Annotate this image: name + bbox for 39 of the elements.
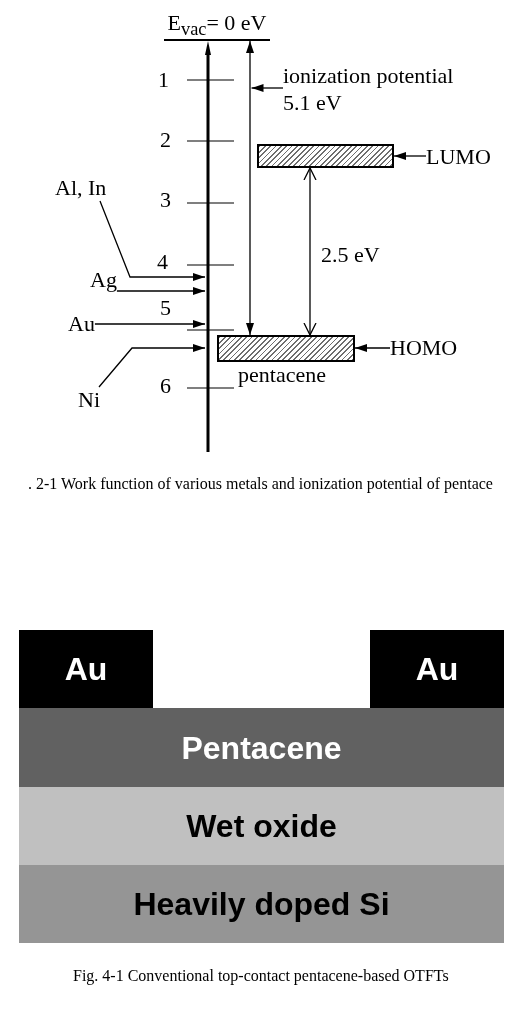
layer-label: Wet oxide	[186, 807, 337, 845]
energy-level-bar	[257, 144, 394, 168]
metal-label: Ni	[78, 387, 100, 413]
electrode-block	[19, 630, 153, 708]
arrow	[250, 84, 284, 92]
tick-label: 2	[160, 127, 171, 153]
tick-label: 3	[160, 187, 171, 213]
arrow	[98, 344, 206, 388]
substrate-layer	[19, 865, 504, 943]
double-arrow	[303, 167, 317, 336]
arrow	[393, 152, 427, 160]
figure-caption: . 2-1 Work function of various metals and ionization potential of pentace	[28, 474, 493, 495]
figure-caption: Fig. 4-1 Conventional top-contact pentacene-based OTFTs	[73, 966, 449, 987]
arrow	[116, 287, 206, 295]
arrow	[354, 344, 391, 352]
double-arrow	[246, 40, 254, 336]
energy-axis	[205, 41, 211, 452]
layer-label: Heavily doped Si	[133, 885, 390, 923]
oxide-layer	[19, 787, 504, 865]
level-label: LUMO	[426, 144, 491, 170]
electrode-block	[370, 630, 504, 708]
level-label: HOMO	[390, 335, 458, 361]
arrow	[99, 200, 206, 281]
tick-label: 4	[157, 249, 168, 275]
tick-label: 5	[160, 295, 171, 321]
metal-label: Al, In	[55, 175, 107, 201]
layer-label: Au	[64, 650, 108, 688]
layer-label: Pentacene	[181, 728, 342, 767]
arrow	[94, 320, 206, 328]
metal-label: Ag	[90, 267, 117, 293]
semiconductor-layer	[19, 708, 504, 787]
metal-label: Au	[68, 311, 95, 337]
tick-label: 6	[160, 373, 171, 399]
annotation-label: ionization potential 5.1 eV	[283, 62, 473, 116]
tick-label: 1	[158, 67, 169, 93]
layer-label: Au	[415, 650, 459, 688]
edge-label: 2.5 eV	[321, 242, 380, 268]
level-label: E$_{vac}$= 0 eV	[167, 10, 267, 42]
material-label: pentacene	[238, 362, 326, 388]
